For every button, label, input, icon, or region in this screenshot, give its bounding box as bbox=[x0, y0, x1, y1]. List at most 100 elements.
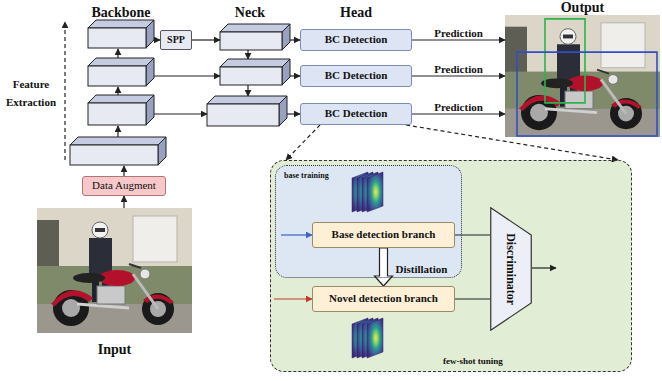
block-face bbox=[220, 59, 290, 67]
block-face bbox=[88, 66, 146, 86]
photo-part bbox=[563, 35, 573, 39]
axis-label: Feature Extraction bbox=[6, 78, 56, 108]
block-face bbox=[158, 137, 166, 165]
block-face bbox=[70, 145, 158, 165]
photo-part bbox=[565, 91, 593, 109]
box-label: BC Detection bbox=[325, 69, 388, 82]
arrow bbox=[117, 49, 118, 58]
label-box: Backbone bbox=[81, 3, 161, 22]
detection-box: BC Detection bbox=[300, 65, 412, 87]
photo-part bbox=[89, 238, 112, 276]
connector bbox=[455, 298, 490, 299]
feature-heatmap bbox=[352, 172, 383, 212]
training-region: base trainingBase detection branch bbox=[275, 165, 462, 278]
connector bbox=[406, 125, 618, 160]
process-box: Data Augment bbox=[82, 176, 166, 196]
branch-box: Novel detection branch bbox=[312, 286, 455, 312]
block-face bbox=[88, 95, 154, 103]
feature-map-block bbox=[207, 96, 287, 126]
feature-map-block bbox=[88, 20, 154, 48]
photo-part bbox=[545, 109, 597, 113]
connector bbox=[286, 125, 320, 160]
figures bbox=[37, 15, 660, 358]
box-label: BC Detection bbox=[325, 107, 388, 120]
heatmap-slice bbox=[367, 172, 383, 212]
connector bbox=[375, 248, 393, 286]
photo-part bbox=[560, 29, 576, 45]
trapezoid-shape bbox=[491, 208, 532, 331]
module-box: SPP bbox=[160, 30, 192, 50]
label-box: Head bbox=[331, 3, 381, 22]
label-box: Prediction bbox=[414, 97, 504, 115]
photo-part bbox=[597, 70, 609, 74]
box-label: Novel detection branch bbox=[329, 292, 438, 305]
arrow bbox=[281, 234, 312, 235]
arrow bbox=[290, 39, 300, 40]
box-label: Base detection branch bbox=[332, 228, 436, 241]
feature-map-block bbox=[220, 24, 290, 50]
heading: Output bbox=[561, 0, 605, 15]
block-face bbox=[88, 58, 154, 66]
block-face bbox=[282, 24, 290, 50]
edge-label: Prediction bbox=[434, 101, 483, 113]
feature-map-block bbox=[88, 58, 154, 86]
block-face bbox=[220, 67, 282, 85]
photo-part bbox=[140, 269, 150, 279]
feature-map-block bbox=[220, 59, 290, 85]
connector bbox=[412, 75, 505, 76]
bounding-box bbox=[545, 19, 585, 103]
region-label: few-shot tuning bbox=[443, 356, 503, 367]
photo-part bbox=[73, 273, 105, 283]
photo-part bbox=[37, 208, 192, 333]
column-heading: Neck bbox=[235, 5, 265, 20]
arrow bbox=[532, 267, 556, 268]
connectors bbox=[124, 40, 618, 299]
block-face bbox=[88, 103, 146, 125]
arrow bbox=[290, 75, 300, 76]
photo-part bbox=[97, 286, 125, 304]
block-face bbox=[70, 137, 166, 145]
box-label: SPP bbox=[167, 34, 185, 46]
arrow bbox=[287, 113, 300, 114]
box-label: Data Augment bbox=[92, 179, 156, 192]
photo-part bbox=[557, 44, 580, 81]
label-box: Prediction bbox=[414, 59, 504, 77]
photo-part bbox=[601, 23, 645, 68]
photo bbox=[37, 208, 192, 333]
photo-part bbox=[530, 104, 548, 122]
region-label: base training bbox=[284, 171, 329, 181]
arrow bbox=[117, 126, 118, 137]
label-box: Prediction bbox=[414, 23, 504, 41]
connector bbox=[455, 234, 490, 235]
arrow bbox=[123, 166, 124, 176]
block-face bbox=[279, 96, 287, 126]
photo-part bbox=[51, 290, 93, 306]
box-label: BC Detection bbox=[325, 33, 388, 46]
connector bbox=[412, 39, 505, 40]
connector bbox=[412, 113, 505, 114]
arrow bbox=[247, 85, 248, 96]
arrow bbox=[154, 113, 207, 114]
block-face bbox=[220, 24, 290, 32]
block-face bbox=[207, 104, 279, 126]
box-label: Discriminator bbox=[504, 233, 518, 305]
photo-part bbox=[505, 15, 660, 137]
photo bbox=[505, 15, 660, 137]
photo-part bbox=[37, 266, 192, 306]
output-image: Output bbox=[505, 0, 660, 137]
input-image: Input bbox=[37, 208, 192, 358]
connector bbox=[123, 196, 124, 208]
label-box: Neck bbox=[225, 3, 275, 22]
region-backgrounds bbox=[270, 160, 632, 372]
block-face bbox=[282, 59, 290, 85]
arrow bbox=[117, 87, 118, 95]
column-heading: Backbone bbox=[91, 5, 150, 20]
detection-box: BC Detection bbox=[300, 103, 412, 125]
photo-part bbox=[92, 222, 108, 238]
arrow bbox=[274, 298, 312, 299]
arrow bbox=[192, 39, 220, 40]
block-face bbox=[146, 58, 154, 86]
photo-part bbox=[95, 228, 105, 232]
branch-box: Base detection branch bbox=[312, 222, 455, 248]
